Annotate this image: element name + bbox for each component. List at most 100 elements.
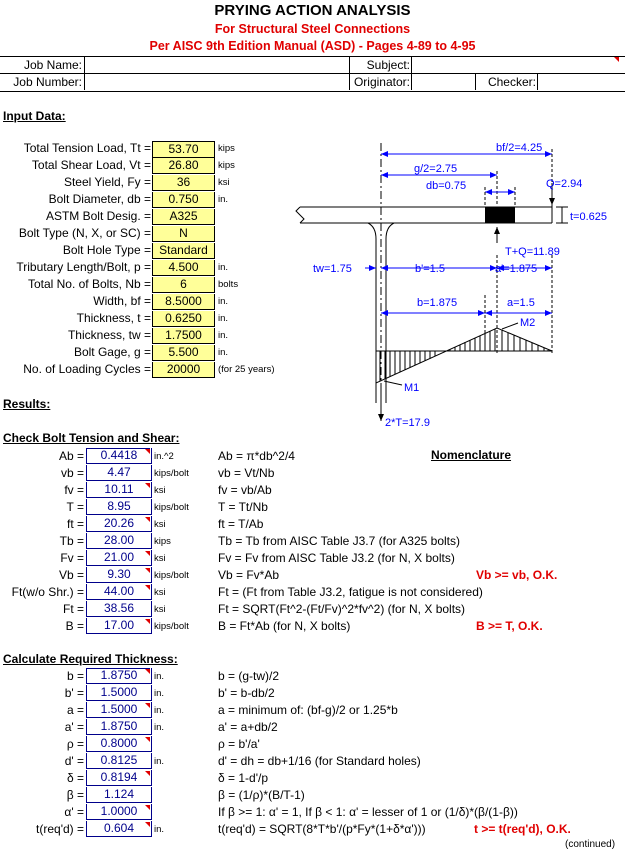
thickness-formula: ρ = b'/a' [218, 737, 260, 751]
bolt_check-value: 17.00 [86, 618, 152, 634]
bolt_check-label: Vb = [58, 568, 84, 582]
thickness-formula: d' = dh = db+1/16 (for Standard holes) [218, 754, 421, 768]
thickness-formula: b = (g-tw)/2 [218, 669, 280, 683]
bolt_check-formula: vb = Vt/Nb [218, 466, 275, 480]
thickness-formula: a = minimum of: (bf-g)/2 or 1.25*b [218, 703, 398, 717]
input-unit: in. [218, 194, 229, 205]
input-label: Bolt Type (N, X, or SC) = [18, 226, 151, 240]
bolt_check-unit: kips/bolt [154, 468, 189, 479]
bolt_check-unit: ksi [154, 587, 166, 598]
job-number-label: Job Number: [13, 75, 82, 89]
job-name-field[interactable] [86, 57, 348, 73]
thickness-label: d' = [64, 754, 84, 768]
input-data-heading: Input Data: [3, 109, 66, 123]
header-divider [411, 56, 412, 90]
bolt_check-label: B = [65, 619, 84, 633]
input-value-field[interactable]: 20000 [152, 362, 215, 378]
dim-g2: g/2=2.75 [414, 163, 457, 175]
comment-marker-icon [145, 449, 150, 454]
dim-db: db=0.75 [426, 180, 466, 192]
input-label: ASTM Bolt Desig. = [45, 209, 151, 223]
thickness-unit: in. [154, 688, 165, 699]
subject-field[interactable] [413, 57, 623, 73]
input-label: Bolt Hole Type = [62, 243, 151, 257]
input-value-field[interactable]: 8.5000 [152, 294, 215, 310]
input-value-field[interactable]: Standard [152, 243, 215, 259]
bolt_check-unit: kips/bolt [154, 502, 189, 513]
bolt_check-status: B >= T, O.K. [476, 619, 543, 633]
input-label: Thickness, t = [76, 311, 151, 325]
bolt_check-label: Fv = [60, 551, 84, 565]
comment-marker-icon [614, 57, 619, 62]
input-unit: in. [218, 330, 229, 341]
thickness-label: α' = [64, 805, 84, 819]
thickness-unit: in. [154, 756, 165, 767]
results-heading: Results: [3, 397, 51, 411]
input-value-field[interactable]: 1.7500 [152, 328, 215, 344]
input-value-field[interactable]: N [152, 226, 215, 242]
dim-bprime: b'=1.5 [415, 263, 445, 275]
input-label: Width, bf = [93, 294, 151, 308]
input-value-field[interactable]: 5.500 [152, 345, 215, 361]
thickness-label: a = [66, 703, 84, 717]
dim-tw: tw=1.75 [313, 263, 352, 275]
dim-a: a=1.5 [507, 297, 535, 309]
input-value-field[interactable]: A325 [152, 209, 215, 225]
bolt_check-unit: ksi [154, 604, 166, 615]
thickness-value: 1.124 [86, 787, 152, 803]
bolt_check-label: ft = [66, 517, 84, 531]
bolt_check-value: 28.00 [86, 533, 152, 549]
comment-marker-icon [145, 822, 150, 827]
header-divider [84, 56, 85, 90]
label-m2: M2 [520, 317, 535, 329]
checker-field[interactable] [539, 74, 623, 90]
originator-field[interactable] [413, 74, 473, 90]
thickness-formula: t(req'd) = SQRT(8*T*b'/(p*Fy*(1+δ*α'))) [218, 822, 426, 836]
bolt_check-label: Ab = [58, 449, 84, 463]
input-value-field[interactable]: 53.70 [152, 141, 215, 158]
job-name-label: Job Name: [23, 58, 82, 72]
bolt_check-formula: Ft = SQRT(Ft^2-(Ft/Fv)^2*fv^2) (for N, X… [218, 602, 466, 616]
bolt_check-label: Ft(w/o Shr.) = [11, 585, 84, 599]
input-unit: in. [218, 262, 229, 273]
bolt_check-status: Vb >= vb, O.K. [476, 568, 558, 582]
bolt_check-value: 4.47 [86, 465, 152, 481]
input-value-field[interactable]: 0.6250 [152, 311, 215, 327]
bolt_check-formula: T = Tt/Nb [218, 500, 268, 514]
bolt_check-unit: in.^2 [154, 451, 174, 462]
job-number-field[interactable] [86, 74, 348, 90]
bolt_check-formula: fv = vb/Ab [218, 483, 272, 497]
comment-marker-icon [145, 517, 150, 522]
comment-marker-icon [145, 483, 150, 488]
thickness-value: 1.8750 [86, 668, 152, 684]
thickness-value: 1.8750 [86, 719, 152, 735]
bolt-check-heading: Check Bolt Tension and Shear: [3, 431, 180, 445]
input-value-field[interactable]: 4.500 [152, 260, 215, 276]
comment-marker-icon [145, 585, 150, 590]
thickness-formula: b' = b-db/2 [218, 686, 275, 700]
input-value-field[interactable]: 0.750 [152, 192, 215, 208]
input-label: Total Tension Load, Tt = [23, 141, 151, 155]
input-label: Total No. of Bolts, Nb = [27, 277, 151, 291]
bolt_check-unit: ksi [154, 485, 166, 496]
checker-label: Checker: [487, 75, 536, 89]
thickness-value: 0.8000 [86, 736, 152, 752]
comment-marker-icon [145, 805, 150, 810]
dim-tq: T+Q=11.89 [505, 246, 560, 258]
input-label: No. of Loading Cycles = [23, 362, 151, 376]
thickness-unit: in. [154, 705, 165, 716]
input-label: Total Shear Load, Vt = [31, 158, 151, 172]
bolt_check-value: 0.4418 [86, 448, 152, 464]
input-unit: (for 25 years) [218, 364, 275, 375]
comment-marker-icon [145, 771, 150, 776]
thickness-label: a' = [64, 720, 84, 734]
input-value-field[interactable]: 6 [152, 277, 215, 293]
bolt_check-formula: ft = T/Ab [218, 517, 264, 531]
bolt_check-formula: Fv = Fv from AISC Table J3.2 (for N, X b… [218, 551, 455, 565]
input-value-field[interactable]: 26.80 [152, 158, 215, 174]
input-value-field[interactable]: 36 [152, 175, 215, 191]
input-label: Bolt Gage, g = [73, 345, 151, 359]
header-row-2 [0, 73, 625, 92]
bolt_check-formula: Tb = Tb from AISC Table J3.7 (for A325 b… [218, 534, 461, 548]
input-unit: ksi [218, 177, 230, 188]
